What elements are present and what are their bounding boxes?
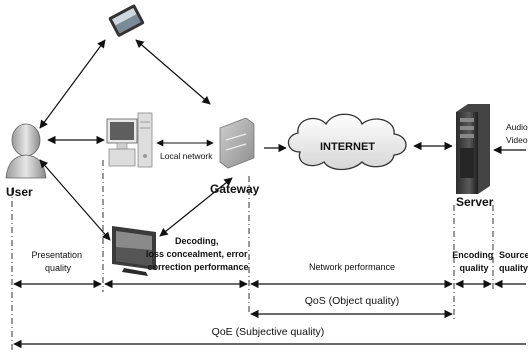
tablet-gateway-arrow — [135, 39, 211, 105]
presentation-line-1: Presentation — [31, 250, 82, 260]
user-tablet-arrow — [39, 39, 106, 129]
server-label: Server — [456, 195, 494, 209]
encoding-line-1: Encoding — [452, 250, 493, 260]
audio-label: Audio — [506, 122, 528, 132]
server-icon — [456, 104, 490, 194]
tablet-icon — [108, 4, 145, 37]
decoding-performance-label: Decoding, loss concealment, error correc… — [146, 236, 250, 272]
presentation-line-2: quality — [45, 263, 72, 273]
qoe-label: QoE (Subjective quality) — [212, 326, 325, 338]
source-quality-label: Source quality — [499, 250, 528, 273]
qos-label: QoS (Object quality) — [305, 295, 400, 307]
tv-display-icon — [112, 226, 156, 276]
encoding-quality-label: Encoding quality — [452, 250, 496, 273]
video-label: Video — [506, 135, 528, 145]
user-label: User — [6, 185, 33, 199]
local-network-label: Local network — [160, 151, 213, 161]
presentation-quality-label: Presentation quality — [31, 250, 84, 273]
user-icon — [5, 123, 47, 179]
gateway-icon — [219, 117, 255, 169]
encoding-line-2: quality — [459, 263, 488, 273]
decoding-line-3: correction performance — [147, 262, 248, 272]
source-line-1: Source — [499, 250, 528, 260]
connection-arrows — [39, 39, 453, 241]
span-arrows — [13, 279, 526, 349]
user-tv-arrow — [39, 159, 111, 241]
desktop-pc-icon — [106, 112, 153, 168]
source-line-2: quality — [499, 263, 528, 273]
tv-gateway-arrow — [159, 177, 233, 237]
internet-label: INTERNET — [320, 141, 375, 153]
internet-cloud-icon — [287, 113, 407, 171]
decoding-line-2: loss concealment, error — [146, 249, 248, 259]
decoding-line-1: Decoding, — [175, 236, 219, 246]
network-performance-label: Network performance — [309, 262, 395, 272]
